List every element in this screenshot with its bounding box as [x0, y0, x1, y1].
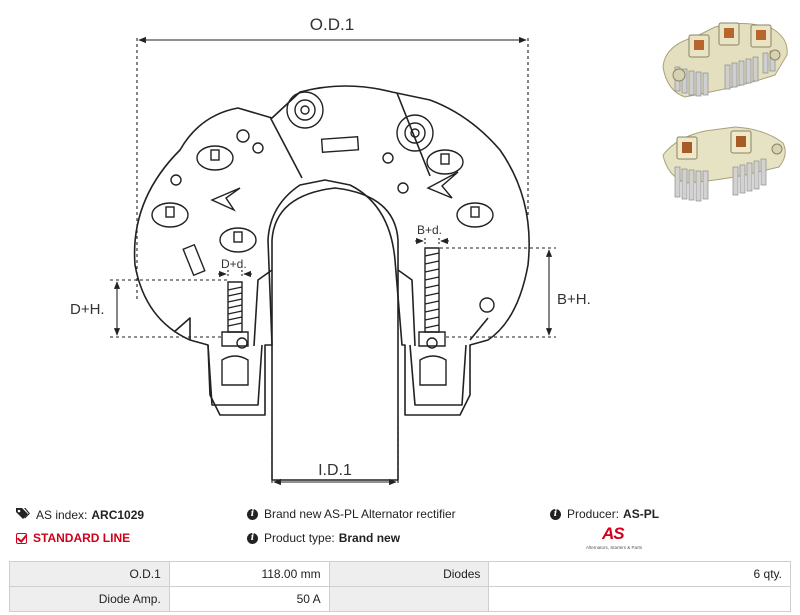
- rectifier-details: [151, 91, 495, 386]
- checkbox-icon: [16, 532, 27, 544]
- info-icon: i: [247, 508, 258, 520]
- table-row: O.D.1 118.00 mm Diodes 6 qty.: [9, 561, 791, 587]
- spec-label: [328, 586, 490, 612]
- dim-label-dd: D+d.: [221, 257, 247, 271]
- info-icon: i: [550, 508, 561, 520]
- as-index-label: AS index:: [36, 507, 88, 522]
- logo-mark: AS: [602, 524, 625, 543]
- as-index-value: ARC1029: [91, 507, 145, 522]
- description-text: Brand new AS-PL Alternator rectifier: [264, 507, 456, 521]
- product-photo-top[interactable]: [655, 5, 795, 115]
- product-photo-bottom[interactable]: [655, 115, 795, 210]
- dim-label-od: O.D.1: [310, 15, 354, 34]
- spec-label: Diode Amp.: [9, 586, 170, 612]
- spec-value: 50 A: [168, 586, 330, 612]
- producer-label: Producer:: [567, 507, 620, 521]
- dim-label-id: I.D.1: [318, 462, 352, 479]
- description-info: i Brand new AS-PL Alternator rectifier: [247, 507, 456, 521]
- specs-table: O.D.1 118.00 mm Diodes 6 qty. Diode Amp.…: [9, 561, 791, 612]
- logo-tagline: Alternators, Starters & Parts: [586, 545, 643, 550]
- dim-label-bd: B+d.: [417, 223, 442, 237]
- dimension-lines: [110, 36, 556, 486]
- standard-line-badge: STANDARD LINE: [16, 531, 130, 545]
- product-type-value: Brand new: [338, 531, 401, 545]
- tags-icon: [16, 507, 30, 522]
- spec-label: Diodes: [328, 561, 490, 587]
- product-type-info: i Product type: Brand new: [247, 531, 400, 545]
- dim-label-bh: B+H.: [557, 291, 591, 308]
- spec-value: 6 qty.: [488, 561, 791, 587]
- spec-label: O.D.1: [9, 561, 170, 587]
- info-icon: i: [247, 532, 258, 544]
- technical-drawing: O.D.1 I.D.1 D+H. D+d. B+H. B+d.: [70, 15, 591, 486]
- as-pl-logo[interactable]: AS Alternators, Starters & Parts: [586, 524, 652, 554]
- spec-value: 118.00 mm: [168, 561, 330, 587]
- as-index-info: AS index: ARC1029: [16, 507, 144, 522]
- dim-label-dh: D+H.: [70, 301, 105, 318]
- producer-info: i Producer: AS-PL: [550, 507, 659, 521]
- standard-line-label: STANDARD LINE: [33, 531, 131, 545]
- spec-value: [488, 586, 791, 612]
- producer-value: AS-PL: [623, 507, 660, 521]
- rectifier-outline: [133, 85, 530, 481]
- product-type-label: Product type:: [264, 531, 335, 545]
- table-row: Diode Amp. 50 A: [9, 586, 791, 612]
